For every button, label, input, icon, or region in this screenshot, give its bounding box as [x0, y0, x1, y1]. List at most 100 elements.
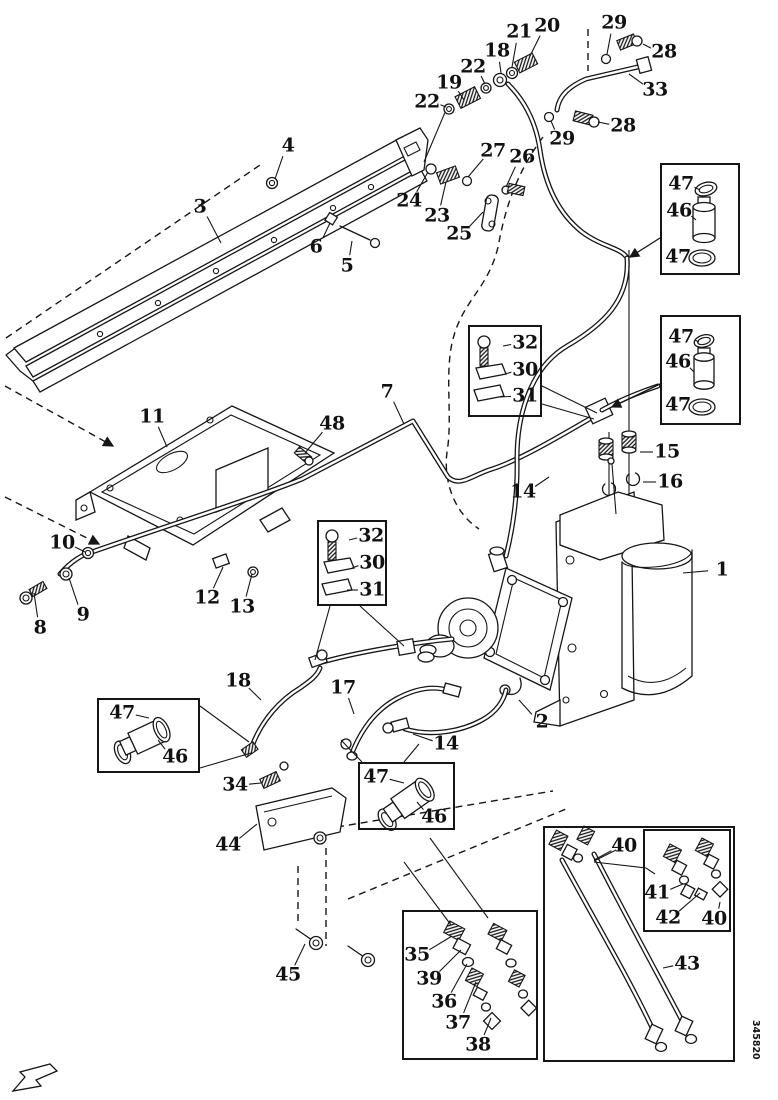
leader-line-25	[468, 211, 484, 227]
leader-line-17	[347, 697, 355, 715]
tube-33	[543, 33, 653, 128]
detail-box-clamp-30-31-32-lower	[317, 520, 387, 606]
leader-line-41	[669, 883, 684, 890]
leader-line-26	[505, 166, 516, 188]
leader-line-47	[389, 778, 405, 784]
part-callout-8: 8	[33, 616, 47, 639]
part-callout-45: 45	[275, 963, 301, 986]
pump-2	[417, 546, 573, 696]
leader-line-32	[502, 343, 512, 347]
leader-line-3	[206, 216, 222, 244]
part-callout-46: 46	[665, 350, 691, 373]
leader-line-5	[349, 240, 353, 256]
part-callout-4: 4	[281, 134, 295, 157]
part-callout-20: 20	[534, 14, 560, 37]
detail-box-clamps-46-47-mid	[660, 315, 741, 425]
leader-line-48	[304, 431, 323, 454]
part-callout-47: 47	[109, 701, 135, 724]
leader-line-40	[593, 850, 612, 861]
part-callout-28: 28	[610, 114, 636, 137]
part-callout-16: 16	[657, 470, 683, 493]
leader-line-10	[74, 546, 86, 553]
direction-arrow-icon	[11, 1063, 59, 1092]
detail-adapter-top	[688, 181, 718, 267]
leader-line-11	[157, 426, 168, 448]
part-callout-25: 25	[446, 222, 472, 245]
leader-line-1	[682, 570, 709, 574]
leader-line-42	[678, 892, 701, 912]
leader-line-31	[499, 395, 512, 398]
part-callout-46: 46	[421, 805, 447, 828]
part-callout-46: 46	[162, 745, 188, 768]
part-callout-18: 18	[225, 669, 251, 692]
leader-line-38	[483, 1017, 492, 1036]
part-callout-47: 47	[665, 393, 691, 416]
leader-line-2	[518, 699, 533, 715]
leader-line-9	[68, 577, 79, 605]
leader-line-28	[597, 121, 610, 125]
part-callout-44: 44	[215, 833, 241, 856]
leader-line-43	[662, 965, 674, 969]
part-callout-47: 47	[668, 172, 694, 195]
part-callout-35: 35	[404, 943, 430, 966]
fittings-15-16	[598, 430, 641, 497]
leader-line-20	[529, 35, 541, 57]
leader-line-46	[689, 367, 695, 373]
part-callout-24: 24	[396, 189, 422, 212]
leader-line-29	[550, 120, 556, 130]
filter-assembly-1	[533, 457, 693, 727]
leader-line-46	[416, 801, 424, 811]
part-callout-33: 33	[642, 78, 668, 101]
leader-line-30	[351, 565, 359, 569]
leader-line-28	[642, 43, 652, 49]
part-callout-21: 21	[506, 20, 532, 43]
leader-line-14	[412, 733, 433, 742]
part-callout-3: 3	[193, 195, 207, 218]
part-callout-18: 18	[484, 39, 510, 62]
hoses-43	[548, 825, 698, 1053]
part-callout-43: 43	[674, 952, 700, 975]
part-callout-36: 36	[431, 990, 457, 1013]
part-callout-32: 32	[512, 331, 538, 354]
part-callout-22: 22	[460, 55, 486, 78]
leader-line-14	[534, 476, 550, 487]
leader-line-36	[450, 963, 468, 993]
part-callout-13: 13	[229, 595, 255, 618]
part-callout-47: 47	[665, 245, 691, 268]
leader-line-46	[691, 215, 697, 221]
leader-line-29	[606, 33, 612, 55]
part-callout-14: 14	[510, 480, 536, 503]
detail-adapter-mid	[688, 334, 716, 416]
part-callout-41: 41	[644, 881, 670, 904]
part-callout-15: 15	[654, 440, 680, 463]
leader-line-22	[440, 104, 447, 108]
part-callout-6: 6	[309, 235, 323, 258]
part-callout-30: 30	[359, 551, 385, 574]
part-callout-14: 14	[433, 732, 459, 755]
leader-line-18	[498, 61, 502, 74]
leader-line-7	[393, 401, 405, 425]
part-callout-22: 22	[414, 90, 440, 113]
part-callout-26: 26	[509, 145, 535, 168]
leader-line-39	[439, 949, 462, 972]
part-callout-47: 47	[668, 325, 694, 348]
figure-number: 345820	[750, 1020, 761, 1060]
rail-hardware-4-5-6	[265, 176, 381, 249]
detail-box-hose-46-47-left	[97, 698, 200, 773]
part-callout-12: 12	[194, 586, 220, 609]
leader-line-27	[467, 158, 484, 178]
part-callout-47: 47	[363, 765, 389, 788]
leader-line-32	[348, 537, 358, 541]
part-callout-30: 30	[512, 358, 538, 381]
leader-line-24	[416, 171, 429, 193]
leader-line-37	[463, 981, 477, 1014]
leader-line-33	[628, 73, 644, 85]
leader-line-45	[294, 943, 306, 966]
leader-line-18	[248, 687, 262, 701]
leader-line-44	[238, 823, 258, 839]
fitting-stacks-41-42-40	[662, 837, 729, 901]
leader-line-21	[511, 42, 517, 68]
leader-line-8	[33, 592, 39, 618]
